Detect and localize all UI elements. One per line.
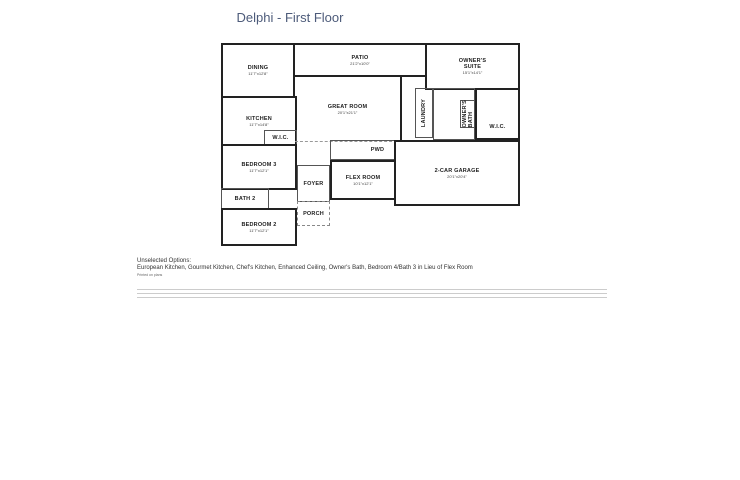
room-label: BATH 2 bbox=[234, 196, 256, 202]
room-dimensions: 10'1"x12'1" bbox=[353, 180, 373, 186]
options-heading: Unselected Options: bbox=[137, 258, 192, 264]
room-dimensions: 20'1"x21'1" bbox=[337, 109, 358, 115]
room-label: FOYER bbox=[303, 180, 324, 187]
room-dimensions: 11'7"x12'1" bbox=[249, 167, 269, 173]
room-label: OWNER'S BATH bbox=[461, 100, 474, 128]
room-label: W.I.C. bbox=[489, 123, 506, 130]
room-dimensions: 15'1"x14'1" bbox=[462, 70, 483, 75]
room-label: PORCH bbox=[303, 210, 324, 217]
room-label: BEDROOM 2 bbox=[241, 221, 277, 228]
room-patio: PATIO 21'2"x10'0" bbox=[293, 43, 427, 77]
printed-note: Printed on plans bbox=[137, 273, 163, 277]
room-bedroom-2: BEDROOM 2 11'7"x12'1" bbox=[221, 208, 297, 246]
room-dimensions: 11'7"x12'8" bbox=[248, 71, 268, 76]
room-laundry: LAUNDRY bbox=[415, 88, 433, 138]
room-label: PATIO bbox=[351, 54, 369, 61]
room-owners-bath: OWNER'S BATH bbox=[460, 100, 475, 128]
room-flex: FLEX ROOM 10'1"x12'1" bbox=[330, 160, 396, 200]
room-label: GREAT ROOM bbox=[327, 103, 368, 110]
room-dining: DINING 11'7"x12'8" bbox=[221, 43, 295, 98]
disclaimer-lines bbox=[137, 287, 607, 298]
page-title: Delphi - First Floor bbox=[236, 10, 344, 25]
room-label: FLEX ROOM bbox=[345, 174, 381, 181]
room-foyer: FOYER bbox=[297, 165, 330, 202]
room-wic-owner: W.I.C. bbox=[475, 88, 520, 140]
room-pwd: PWD bbox=[330, 140, 395, 160]
options-notes: Unselected Options: European Kitchen, Go… bbox=[137, 258, 607, 279]
room-great-room: GREAT ROOM 20'1"x21'1" bbox=[295, 75, 402, 142]
room-owners-suite: OWNER'S SUITE 15'1"x14'1" bbox=[425, 43, 520, 90]
room-label: KITCHEN bbox=[246, 115, 272, 122]
room-label: OWNER'S SUITE bbox=[458, 58, 487, 70]
room-porch: PORCH bbox=[297, 201, 330, 226]
room-label: DINING bbox=[247, 65, 269, 71]
room-garage: 2-CAR GARAGE 20'1"x20'4" bbox=[394, 140, 520, 206]
room-dimensions: 20'1"x20'4" bbox=[447, 173, 467, 179]
room-dimensions: 11'7"x12'1" bbox=[249, 227, 269, 233]
room-bedroom-3: BEDROOM 3 11'7"x12'1" bbox=[221, 144, 297, 190]
room-dimensions: 11'7"x14'8" bbox=[249, 121, 269, 127]
room-label: 2-CAR GARAGE bbox=[434, 167, 480, 174]
room-label: LAUNDRY bbox=[421, 98, 427, 128]
room-label: W.I.C. bbox=[272, 135, 289, 141]
room-dimensions: 21'2"x10'0" bbox=[350, 60, 370, 66]
room-bath-2: BATH 2 bbox=[221, 188, 269, 210]
options-list: European Kitchen, Gourmet Kitchen, Chef'… bbox=[137, 265, 473, 271]
room-label: BEDROOM 3 bbox=[241, 161, 277, 168]
room-label: PWD bbox=[370, 147, 385, 153]
